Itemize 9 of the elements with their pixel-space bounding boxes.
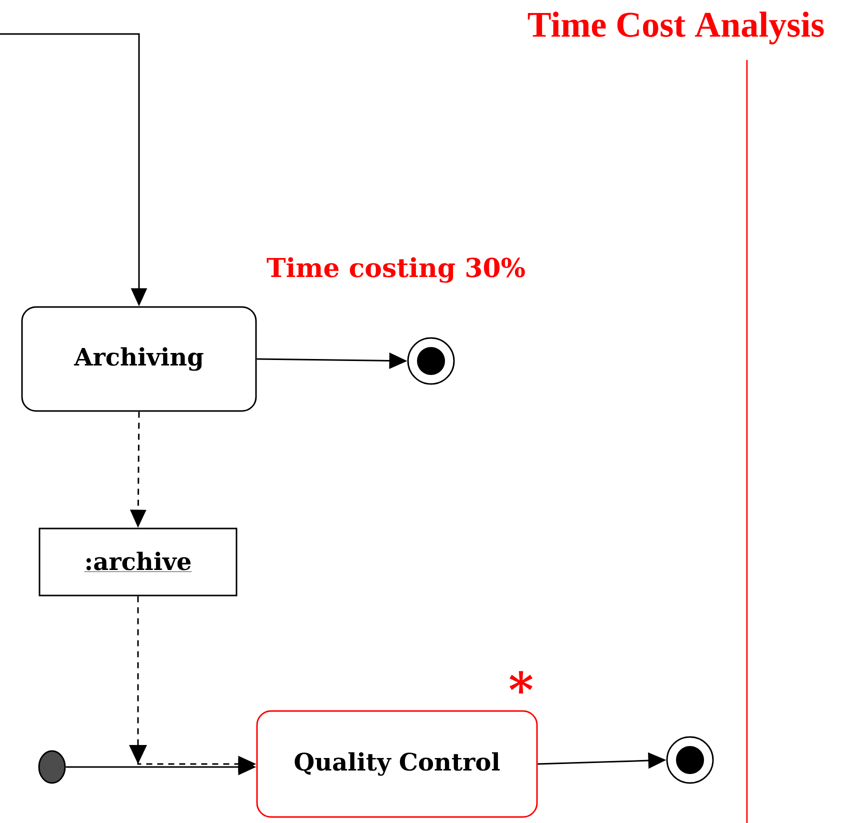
activity-box: Quality Control	[256, 710, 538, 818]
lane-title: Time Cost Analysis	[528, 12, 824, 44]
asterisk: *	[510, 671, 532, 694]
activity-box: Archiving	[21, 306, 257, 412]
annotation: Time costing 30%	[266, 257, 525, 283]
final-node	[666, 736, 714, 784]
final-node	[407, 337, 455, 385]
object-box: :archive	[38, 528, 238, 596]
initial-node	[38, 750, 66, 784]
